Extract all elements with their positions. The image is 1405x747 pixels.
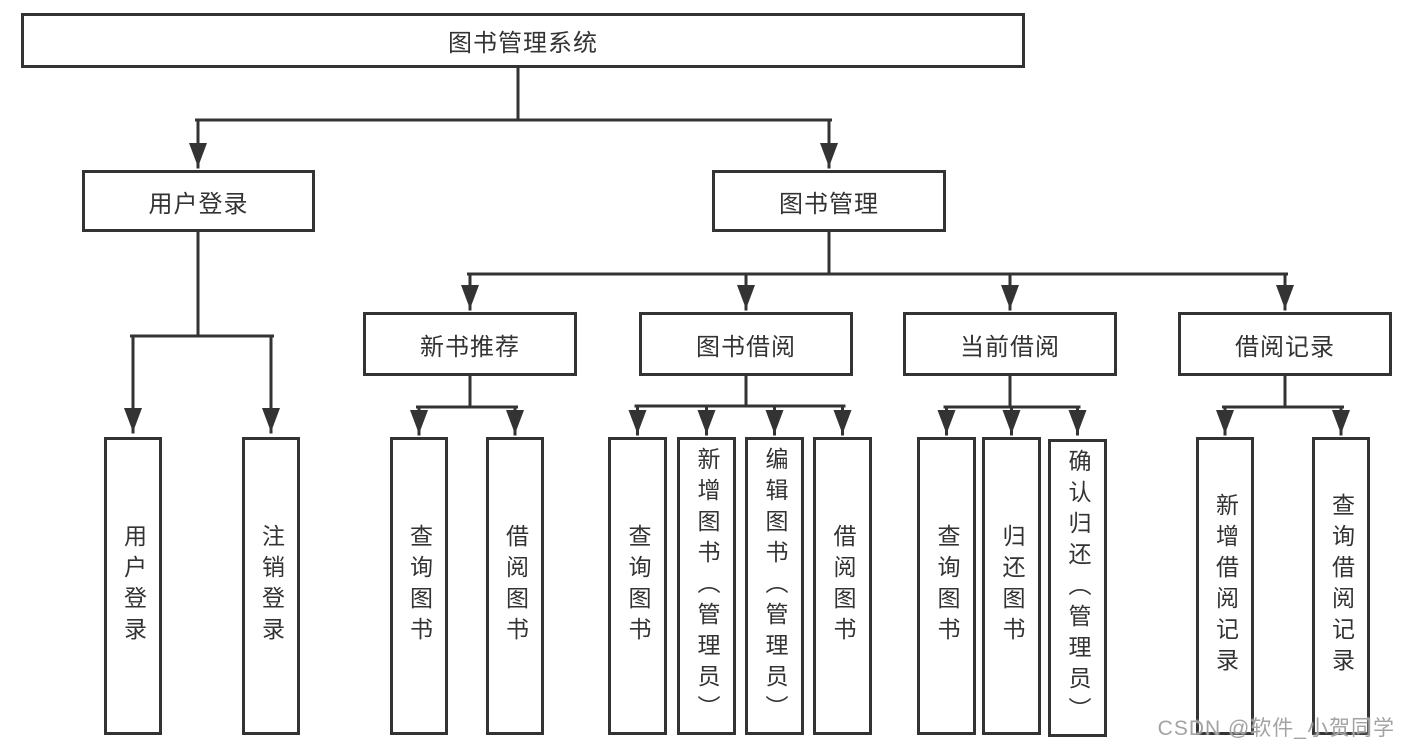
node-leaf-add-books-admin: 新增图书（管理员） [677,437,736,735]
node-book-borrowing: 图书借阅 [639,312,853,376]
node-leaf-confirm-return-admin: 确认归还（管理员） [1048,439,1107,737]
node-leaf-add-borrow-record: 新增借阅记录 [1196,437,1254,735]
node-book-management: 图书管理 [712,170,946,232]
node-new-book-recommend: 新书推荐 [363,312,577,376]
node-leaf-query-books-1: 查询图书 [390,437,448,735]
node-leaf-edit-books-admin: 编辑图书（管理员） [745,437,804,735]
node-leaf-query-books-2: 查询图书 [608,437,667,735]
node-leaf-borrow-books-2: 借阅图书 [813,437,872,735]
node-leaf-user-login: 用户登录 [104,437,162,735]
node-user-login: 用户登录 [82,170,315,232]
node-current-borrowing: 当前借阅 [903,312,1117,376]
node-leaf-logout: 注销登录 [242,437,300,735]
node-leaf-query-books-3: 查询图书 [917,437,976,735]
node-leaf-borrow-books-1: 借阅图书 [486,437,544,735]
node-leaf-query-borrow-record: 查询借阅记录 [1312,437,1370,735]
node-root: 图书管理系统 [21,13,1025,68]
node-borrowing-records: 借阅记录 [1178,312,1392,376]
node-leaf-return-books: 归还图书 [982,437,1041,735]
